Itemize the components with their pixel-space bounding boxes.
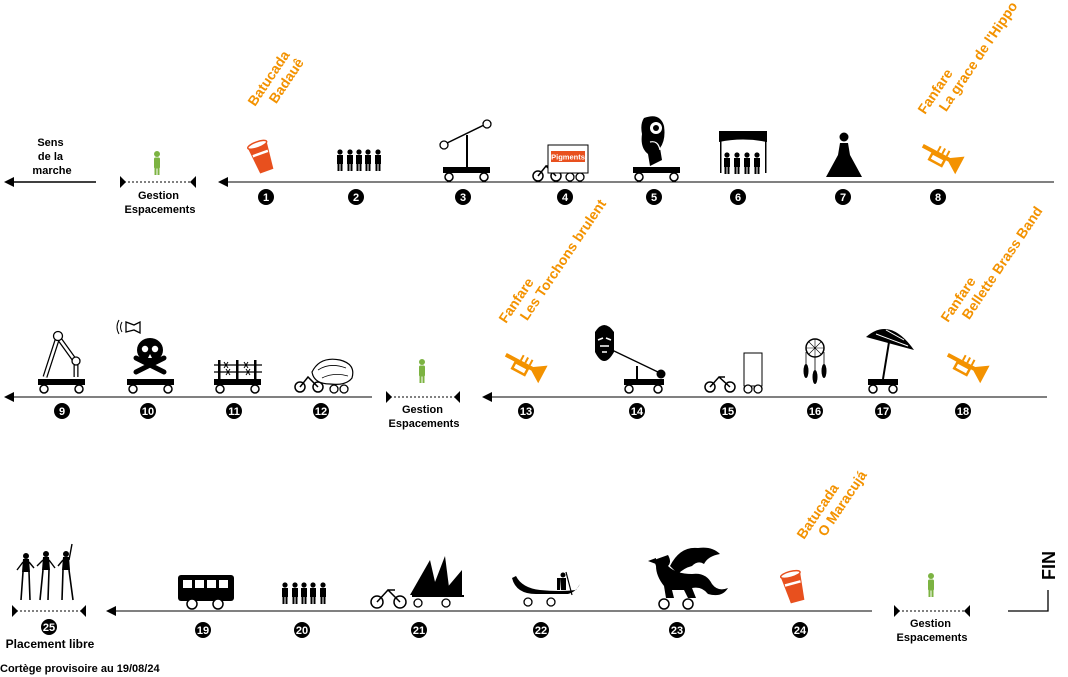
svg-text:Gestion Espacements: Gestion Espacements <box>897 618 968 644</box>
dragon-icon <box>648 547 728 610</box>
cart-parasol-icon <box>866 328 914 394</box>
spacing-label-1: Gestion <box>138 190 179 202</box>
position-number: 24 <box>794 625 807 637</box>
position-markers-row-1: 1 2 3 4 5 6 7 8 <box>258 189 946 205</box>
position-number: 13 <box>520 406 532 418</box>
position-number: 2 <box>353 192 359 204</box>
footer-note: Cortège provisoire au 19/08/24 <box>0 663 160 675</box>
bike-panel-icon <box>704 352 763 394</box>
band-label-batucada-maracuja: Batucada O Maracujá <box>793 458 870 550</box>
stilt-walkers-icon <box>16 543 74 601</box>
svg-text:Gestion Espacements: Gestion Espacements <box>389 404 460 430</box>
position-number: 9 <box>59 406 65 418</box>
position-number: 19 <box>197 625 209 637</box>
position-number: 15 <box>722 406 734 418</box>
megaphone-icon <box>125 320 141 335</box>
position-number: 16 <box>809 406 821 418</box>
lady-in-dress-icon <box>826 132 862 177</box>
cart-mechanical-arm-icon <box>38 330 85 394</box>
band-label-batucada-badaue: Batucada Badauê <box>244 44 308 117</box>
position-markers-row-2: 9 10 11 12 13 14 15 16 17 18 <box>54 403 971 419</box>
position-number: 17 <box>877 406 889 418</box>
person-green-icon <box>154 151 160 175</box>
position-number: 23 <box>671 625 683 637</box>
position-number: 8 <box>935 192 941 204</box>
group-with-banner-icon <box>719 131 767 174</box>
cart-lever-icon <box>439 119 492 182</box>
end-label: FIN <box>1039 551 1059 580</box>
spacing-label-2: Espacements <box>897 632 968 644</box>
person-green-icon <box>928 573 934 597</box>
position-number: 5 <box>651 192 657 204</box>
spacing-management-1: Gestion Espacements <box>120 151 196 216</box>
position-number: 3 <box>460 192 466 204</box>
direction-label: Sens de la marche <box>32 137 71 177</box>
position-number: 7 <box>840 192 846 204</box>
svg-text:Gestion Espacements: Gestion Espacements <box>125 190 196 216</box>
position-number: 6 <box>735 192 741 204</box>
end-marker <box>1008 590 1049 612</box>
position-number: 21 <box>413 625 425 637</box>
trumpet-icon <box>504 352 548 384</box>
position-number: 10 <box>142 406 154 418</box>
bike-cart-pigments-icon: Pigments <box>532 144 589 182</box>
spacing-management-2: Gestion Espacements <box>386 359 460 430</box>
bus-bike-icon <box>178 575 234 610</box>
cart-barbed-wire-icon <box>214 360 262 394</box>
cart-head-icon <box>633 116 680 182</box>
dreamcatcher-icon <box>803 338 827 384</box>
position-number: 12 <box>315 406 327 418</box>
drum-icon <box>247 139 274 174</box>
position-number: 4 <box>562 192 569 204</box>
trumpet-icon <box>921 143 965 175</box>
spacing-label-2: Espacements <box>125 204 196 216</box>
position-number: 18 <box>957 406 969 418</box>
band-label-fanfare-bellette: Fanfare Bellette Brass Band <box>937 194 1045 333</box>
trumpet-icon <box>946 352 990 384</box>
spacing-label-1: Gestion <box>910 618 951 630</box>
row-3: 25 Placement libre <box>6 458 1059 651</box>
bike-fabric-sculpture-icon <box>294 358 354 394</box>
spacing-label-2: Espacements <box>389 418 460 430</box>
position-number: 11 <box>228 406 240 418</box>
position-number: 22 <box>535 625 547 637</box>
spacing-management-3: Gestion Espacements <box>894 573 970 644</box>
position-number: 1 <box>263 192 269 204</box>
free-placement-label: Placement libre <box>6 637 95 651</box>
position-number: 20 <box>296 625 308 637</box>
position-markers-row-3: 19 20 21 22 23 24 <box>195 622 808 638</box>
band-label-fanfare-hippo: Fanfare La grace de l'Hippo <box>914 0 1020 126</box>
row-1: Sens de la marche Gestion Espacements <box>4 0 1054 216</box>
cart-mask-icon <box>595 325 666 394</box>
cart-skull-icon <box>116 319 174 394</box>
position-number: 25 <box>43 622 55 634</box>
group-of-people-icon <box>282 582 326 604</box>
bike-fan-sculpture-icon <box>370 556 464 609</box>
row-2: Gestion Espacements Fanfare Les Torchons… <box>4 187 1047 430</box>
position-number: 14 <box>631 406 644 418</box>
spacing-label-1: Gestion <box>402 404 443 416</box>
person-green-icon <box>419 359 425 383</box>
cart-gondola-icon <box>512 571 580 607</box>
group-of-people-icon <box>337 149 381 171</box>
band-label-fanfare-torchons: Fanfare Les Torchons brulent <box>495 187 609 335</box>
drum-icon <box>779 569 805 604</box>
pigments-sign: Pigments <box>551 153 585 162</box>
